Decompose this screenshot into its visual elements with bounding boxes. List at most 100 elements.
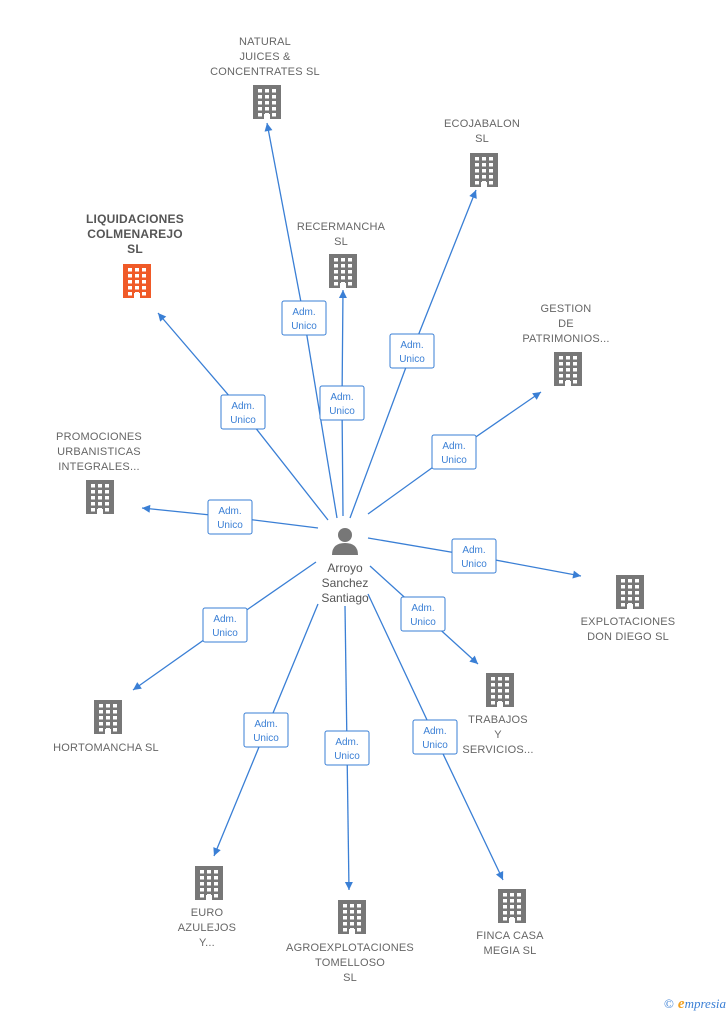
company-node-recermancha[interactable]: RECERMANCHA SL	[297, 221, 386, 288]
company-name-line: SL	[334, 236, 348, 248]
company-name-line: SERVICIOS...	[462, 744, 533, 756]
copyright-icon: ©	[664, 996, 674, 1011]
arrow-head-promociones	[142, 504, 151, 513]
relation-label-text-gestion: Adm.	[442, 441, 465, 452]
company-name-line: NATURAL	[239, 36, 291, 48]
building-icon	[338, 900, 366, 934]
relation-label-text-promociones: Adm.	[218, 506, 241, 517]
relation-label-text-promociones: Unico	[217, 520, 243, 531]
company-name-line: AZULEJOS	[178, 922, 236, 934]
company-name-line: URBANISTICAS	[57, 446, 141, 458]
building-icon	[554, 352, 582, 386]
relation-label-euro-azulejos[interactable]: Adm. Unico	[243, 712, 289, 748]
company-node-euro-azulejos[interactable]: EURO AZULEJOS Y...	[178, 866, 236, 949]
person-name-line: Sanchez	[322, 576, 369, 590]
relation-label-text-gestion: Unico	[441, 455, 467, 466]
relation-label-text-explotaciones: Adm.	[462, 545, 485, 556]
company-name-line: Y	[494, 729, 502, 741]
company-name-line: PROMOCIONES	[56, 431, 142, 443]
company-name-line: RECERMANCHA	[297, 221, 386, 233]
relation-label-text-euro-azulejos: Unico	[253, 733, 279, 744]
relation-label-recermancha[interactable]: Adm. Unico	[319, 385, 365, 421]
empresia-watermark: ©empresia	[664, 996, 726, 1013]
empresia-logo-initial: e	[677, 996, 685, 1012]
company-name-line: LIQUIDACIONES	[86, 212, 184, 226]
company-node-hortomancha[interactable]: HORTOMANCHA SL	[53, 700, 159, 754]
relation-label-text-agroexplotaciones: Unico	[334, 751, 360, 762]
company-node-promociones[interactable]: PROMOCIONESURBANISTICASINTEGRALES...	[56, 431, 142, 514]
building-icon	[498, 889, 526, 923]
arrow-head-natural-juices	[264, 123, 273, 132]
relation-label-agroexplotaciones[interactable]: Adm. Unico	[324, 730, 370, 766]
arrow-head-liquidaciones	[158, 313, 167, 322]
relation-label-natural-juices[interactable]: Adm. Unico	[281, 300, 327, 336]
company-name-line: DON DIEGO SL	[587, 631, 669, 643]
relation-label-text-hortomancha: Adm.	[213, 614, 236, 625]
relation-label-text-recermancha: Unico	[329, 406, 355, 417]
building-icon	[123, 264, 151, 298]
relation-label-text-explotaciones: Unico	[461, 559, 487, 570]
building-icon	[195, 866, 223, 900]
relation-label-text-agroexplotaciones: Adm.	[335, 737, 358, 748]
relation-label-text-recermancha: Adm.	[330, 392, 353, 403]
arrow-head-euro-azulejos	[213, 847, 221, 856]
relation-label-text-natural-juices: Unico	[291, 321, 317, 332]
building-icon	[329, 254, 357, 288]
building-icon	[94, 700, 122, 734]
building-icon	[253, 85, 281, 119]
company-node-explotaciones[interactable]: EXPLOTACIONES DON DIEGO SL	[581, 575, 676, 643]
relation-label-text-finca-casa-megia: Adm.	[423, 726, 446, 737]
company-name-line: TRABAJOS	[468, 714, 528, 726]
arrow-head-recermancha	[338, 290, 347, 299]
arrow-head-explotaciones	[572, 570, 581, 579]
relation-label-text-finca-casa-megia: Unico	[422, 740, 448, 751]
arrow-head-finca-casa-megia	[495, 871, 504, 880]
company-name-line: JUICES &	[239, 51, 291, 63]
relation-label-text-liquidaciones: Unico	[230, 415, 256, 426]
relation-label-text-trabajos: Unico	[410, 617, 436, 628]
relation-label-text-liquidaciones: Adm.	[231, 401, 254, 412]
relation-label-ecojabalon[interactable]: Adm. Unico	[389, 333, 435, 369]
relation-label-text-ecojabalon: Adm.	[400, 340, 423, 351]
company-name-line: AGROEXPLOTACIONES	[286, 942, 414, 954]
building-icon	[470, 153, 498, 187]
company-name-line: CONCENTRATES SL	[210, 66, 320, 78]
building-icon	[486, 673, 514, 707]
company-name-line: DE	[558, 318, 574, 330]
relation-label-promociones[interactable]: Adm. Unico	[207, 499, 253, 535]
arrow-head-ecojabalon	[469, 190, 477, 199]
relation-label-trabajos[interactable]: Adm. Unico	[400, 596, 446, 632]
relation-label-explotaciones[interactable]: Adm. Unico	[451, 538, 497, 574]
empresia-logo-text: mpresia	[684, 996, 726, 1011]
company-name-line: COLMENAREJO	[87, 227, 183, 241]
arrow-head-trabajos	[469, 655, 478, 664]
relation-label-text-hortomancha: Unico	[212, 628, 238, 639]
person-icon	[332, 528, 358, 555]
company-name-line: EXPLOTACIONES	[581, 616, 676, 628]
relation-label-text-euro-azulejos: Adm.	[254, 719, 277, 730]
relation-label-liquidaciones[interactable]: Adm. Unico	[220, 394, 266, 430]
company-name-line: PATRIMONIOS...	[522, 333, 609, 345]
company-node-trabajos[interactable]: TRABAJOS Y SERVICIOS...	[462, 673, 533, 756]
company-name-line: EURO	[191, 907, 224, 919]
relation-label-hortomancha[interactable]: Adm. Unico	[202, 607, 248, 643]
company-name-line: Y...	[199, 937, 215, 949]
building-icon	[616, 575, 644, 609]
relation-label-text-natural-juices: Adm.	[292, 307, 315, 318]
relation-label-finca-casa-megia[interactable]: Adm. Unico	[412, 719, 458, 755]
company-name-line: HORTOMANCHA SL	[53, 742, 159, 754]
company-name-line: SL	[127, 242, 143, 256]
relation-label-text-trabajos: Adm.	[411, 603, 434, 614]
company-node-gestion[interactable]: GESTIONDEPATRIMONIOS...	[522, 303, 609, 386]
person-name-line: Santiago	[321, 591, 369, 605]
relation-label-gestion[interactable]: Adm. Unico	[431, 434, 477, 470]
company-node-natural-juices[interactable]: NATURAL JUICES & CONCENTRATES SL	[210, 36, 320, 119]
company-name-line: SL	[475, 133, 489, 145]
relation-label-text-ecojabalon: Unico	[399, 354, 425, 365]
